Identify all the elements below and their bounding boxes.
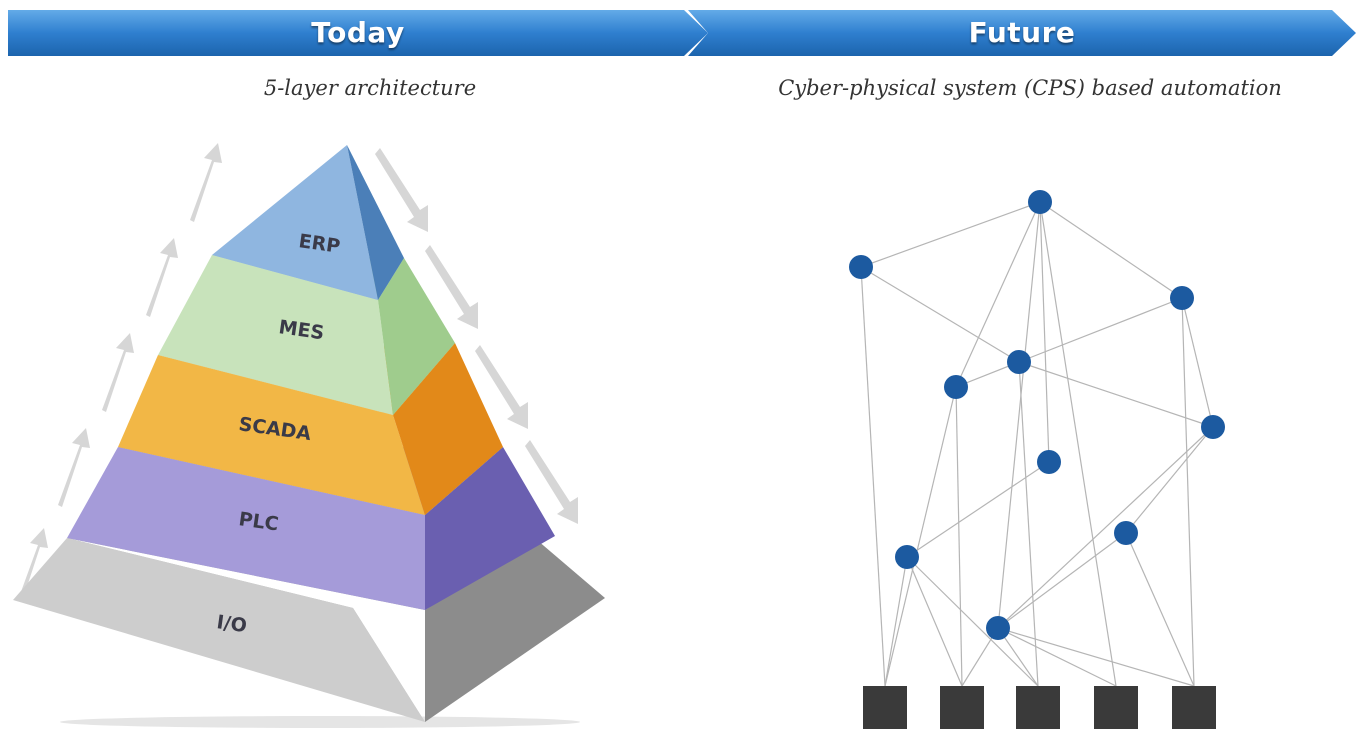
network-edge bbox=[1039, 201, 1183, 299]
device-block bbox=[1172, 686, 1216, 729]
network-edge bbox=[860, 201, 1041, 268]
network-node bbox=[1007, 350, 1031, 374]
device-block bbox=[940, 686, 984, 729]
network-edge bbox=[997, 201, 1041, 629]
future-banner: Future bbox=[688, 10, 1356, 56]
pyramid-diagram: ERP MES SCADA PLC I/O bbox=[13, 143, 605, 728]
device-block bbox=[1016, 686, 1060, 729]
network-node bbox=[1170, 286, 1194, 310]
future-banner-title: Future bbox=[968, 16, 1076, 49]
network-edge bbox=[1039, 201, 1117, 687]
network-edge bbox=[955, 201, 1041, 388]
network-edge bbox=[860, 266, 886, 687]
network-node bbox=[1028, 190, 1052, 214]
network-edge bbox=[906, 556, 963, 687]
network-edge bbox=[884, 386, 957, 687]
network-edge bbox=[1018, 297, 1183, 363]
today-subtitle: 5-layer architecture bbox=[263, 76, 477, 100]
upward-arrows-icon bbox=[18, 143, 222, 602]
network-node bbox=[895, 545, 919, 569]
network-edge bbox=[1181, 297, 1214, 428]
downward-arrows-icon bbox=[375, 148, 578, 524]
future-subtitle: Cyber-physical system (CPS) based automa… bbox=[778, 76, 1282, 100]
network-nodes bbox=[849, 190, 1225, 640]
network-edge bbox=[997, 532, 1127, 629]
today-banner-title: Today bbox=[311, 16, 405, 49]
network-edge bbox=[906, 461, 1050, 558]
network-edge bbox=[1125, 532, 1195, 687]
pyramid-layer-erp bbox=[212, 145, 404, 300]
network-edge bbox=[1018, 361, 1039, 687]
network-edge bbox=[1125, 426, 1214, 534]
network-edge bbox=[860, 266, 1020, 363]
network-edge bbox=[997, 426, 1214, 629]
network-edge bbox=[997, 627, 1195, 687]
network-edges bbox=[860, 201, 1214, 687]
network-node bbox=[1114, 521, 1138, 545]
network-edge bbox=[1181, 297, 1195, 687]
network-node bbox=[1201, 415, 1225, 439]
network-edge bbox=[955, 361, 1020, 388]
network-edge bbox=[961, 627, 999, 687]
network-edge bbox=[997, 627, 1039, 687]
network-edge bbox=[906, 556, 1039, 687]
network-edge bbox=[997, 627, 1117, 687]
device-block bbox=[1094, 686, 1138, 729]
network-node bbox=[1037, 450, 1061, 474]
network-node bbox=[944, 375, 968, 399]
network-edge bbox=[1018, 361, 1214, 428]
network-node bbox=[849, 255, 873, 279]
network-devices bbox=[863, 686, 1216, 729]
network-edge bbox=[1039, 201, 1050, 463]
device-block bbox=[863, 686, 907, 729]
network-edge bbox=[884, 556, 908, 687]
network-node bbox=[986, 616, 1010, 640]
network-edge bbox=[955, 386, 963, 687]
today-banner: Today bbox=[8, 10, 708, 56]
pyramid-label-io: I/O bbox=[215, 611, 248, 637]
